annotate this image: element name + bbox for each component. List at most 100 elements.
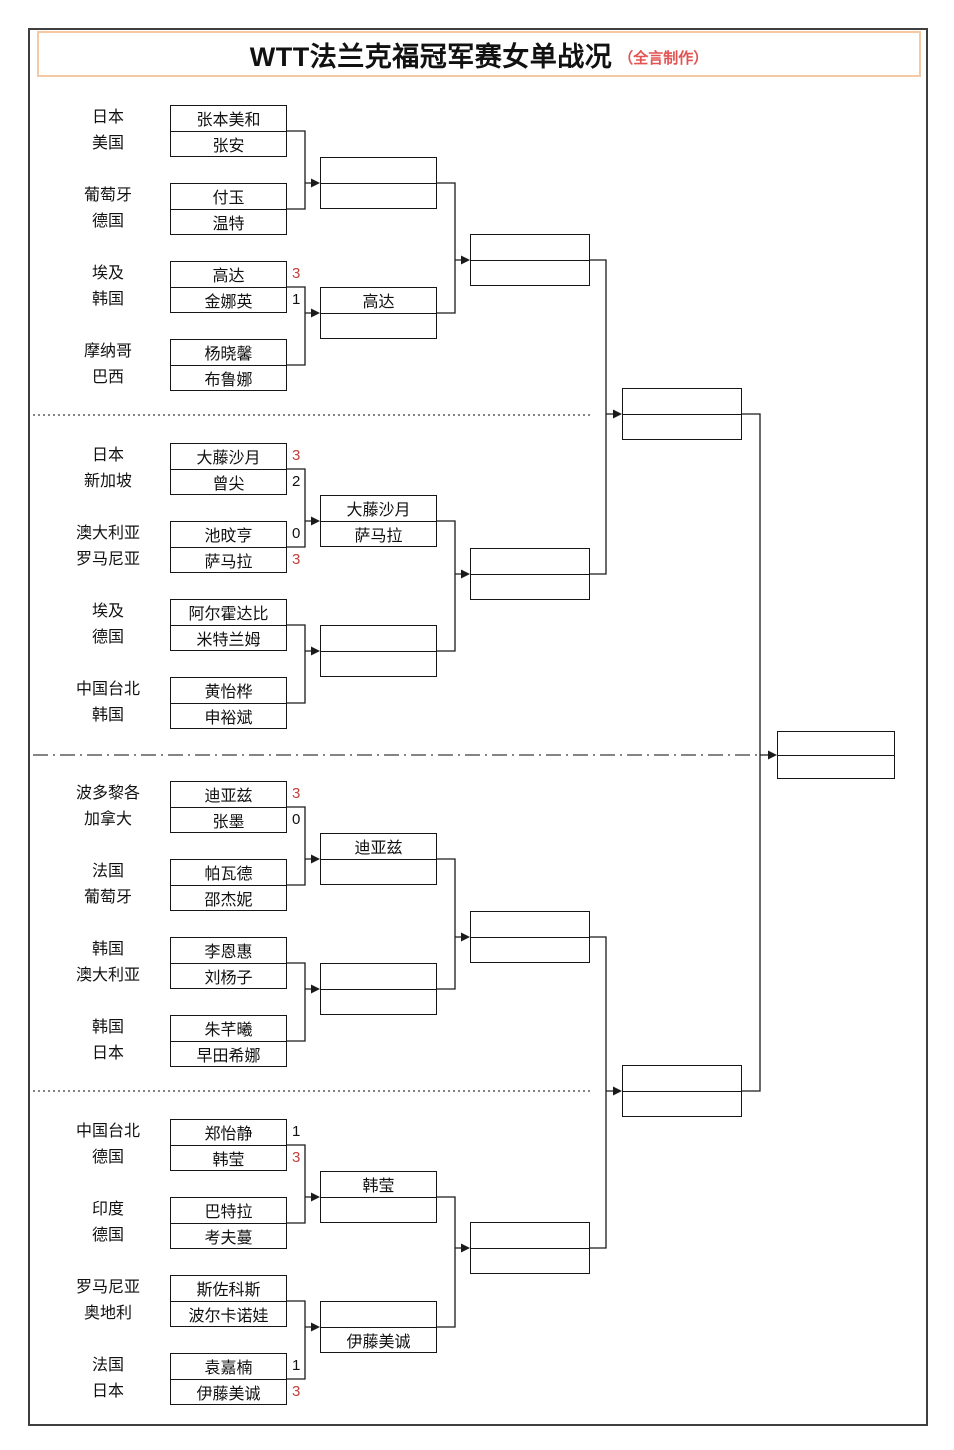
- round2-box: 韩莹: [320, 1171, 437, 1223]
- country-label: 葡萄牙: [83, 187, 132, 204]
- country-label: 奥地利: [83, 1305, 132, 1322]
- title-box: WTT法兰克福冠军赛女单战况 （全言制作）: [37, 31, 921, 77]
- page-subtitle: （全言制作）: [618, 50, 709, 67]
- player-name-top: 朱芊曦: [171, 1016, 286, 1042]
- round2-winner-top: [321, 158, 436, 184]
- player-name-bottom: 金娜英: [204, 293, 253, 311]
- round2-winner-bottom: [321, 860, 436, 885]
- match-box: 帕瓦德邵杰妮: [170, 859, 287, 911]
- country-label: 波多黎各: [75, 785, 140, 802]
- semifinal-slot-bottom: [623, 1092, 741, 1117]
- quarterfinal-slot-bottom: [471, 938, 589, 963]
- quarterfinal-slot-bottom: [471, 575, 589, 600]
- arrow-right-icon: [311, 308, 320, 318]
- country-label: 印度: [91, 1201, 124, 1218]
- country-label: 罗马尼亚: [75, 551, 140, 568]
- match-box: 张本美和张安: [170, 105, 287, 157]
- semifinal-box: [622, 388, 742, 440]
- match-box: 阿尔霍达比米特兰姆: [170, 599, 287, 651]
- player-name-bottom: 刘杨子: [204, 969, 253, 987]
- round2-box: [320, 963, 437, 1015]
- round2-box: 伊藤美诚: [320, 1301, 437, 1353]
- quarterfinal-box: [470, 911, 590, 963]
- round2-winner-top: 迪亚兹: [321, 834, 436, 860]
- country-label: 德国: [91, 213, 124, 230]
- round2-winner-top: [321, 964, 436, 990]
- player-name-bottom: 张墨: [212, 813, 245, 831]
- round2-box: [320, 625, 437, 677]
- match-box: 杨晓馨布鲁娜: [170, 339, 287, 391]
- arrow-right-icon: [768, 750, 777, 760]
- match-box: 大藤沙月曾尖: [170, 443, 287, 495]
- player-name-bottom: 萨马拉: [204, 553, 253, 571]
- round2-box: [320, 157, 437, 209]
- country-label: 德国: [91, 1227, 124, 1244]
- arrow-right-icon: [311, 984, 320, 994]
- match-box: 黄怡桦申裕斌: [170, 677, 287, 729]
- score-label: 3: [292, 785, 301, 802]
- arrow-right-icon: [461, 569, 470, 579]
- match-box: 高达金娜英: [170, 261, 287, 313]
- quarterfinal-slot-bottom: [471, 1249, 589, 1274]
- arrow-right-icon: [461, 932, 470, 942]
- final-slot-bottom: [778, 756, 894, 779]
- match-box: 袁嘉楠伊藤美诚: [170, 1353, 287, 1405]
- player-name-bottom: 伊藤美诚: [196, 1385, 261, 1403]
- round2-box: 迪亚兹: [320, 833, 437, 885]
- player-name-bottom: 波尔卡诺娃: [188, 1307, 269, 1325]
- player-name-top: 杨晓馨: [171, 340, 286, 366]
- round2-box: 高达: [320, 287, 437, 339]
- country-label: 韩国: [91, 707, 124, 724]
- country-label: 韩国: [91, 291, 124, 308]
- player-name-bottom: 布鲁娜: [204, 371, 253, 389]
- round2-winner-bottom: [321, 314, 436, 339]
- score-label: 3: [292, 447, 301, 464]
- match-box: 朱芊曦早田希娜: [170, 1015, 287, 1067]
- country-label: 日本: [91, 447, 124, 464]
- country-label: 巴西: [91, 369, 124, 386]
- player-name-bottom: 张安: [212, 137, 245, 155]
- match-box: 巴特拉考夫蔓: [170, 1197, 287, 1249]
- semifinal-slot-top: [623, 389, 741, 415]
- country-label: 法国: [91, 863, 124, 880]
- round2-winner-top: [321, 1302, 436, 1328]
- country-label: 澳大利亚: [75, 525, 140, 542]
- score-label: 2: [292, 473, 301, 490]
- country-label: 法国: [91, 1357, 124, 1374]
- match-box: 付玉温特: [170, 183, 287, 235]
- arrow-right-icon: [311, 1192, 320, 1202]
- score-label: 1: [292, 1357, 301, 1374]
- country-label: 埃及: [91, 603, 124, 620]
- quarterfinal-slot-top: [471, 235, 589, 261]
- country-label: 摩纳哥: [83, 343, 132, 360]
- player-name-top: 大藤沙月: [171, 444, 286, 470]
- player-name-top: 阿尔霍达比: [171, 600, 286, 626]
- player-name-bottom: 早田希娜: [196, 1047, 261, 1065]
- country-label: 日本: [91, 109, 124, 126]
- player-name-top: 巴特拉: [171, 1198, 286, 1224]
- country-label: 加拿大: [83, 811, 132, 828]
- arrow-right-icon: [461, 1243, 470, 1253]
- round2-winner-top: 大藤沙月: [321, 496, 436, 522]
- score-label: 3: [292, 265, 301, 282]
- score-label: 3: [292, 551, 301, 568]
- arrow-right-icon: [461, 255, 470, 265]
- quarterfinal-box: [470, 1222, 590, 1274]
- match-box: 迪亚兹张墨: [170, 781, 287, 833]
- round2-winner-bottom: [321, 184, 436, 209]
- score-label: 3: [292, 1149, 301, 1166]
- outer-border: [28, 28, 928, 1426]
- player-name-top: 斯佐科斯: [171, 1276, 286, 1302]
- player-name-bottom: 申裕斌: [204, 709, 253, 727]
- page-title: WTT法兰克福冠军赛女单战况: [249, 41, 613, 72]
- country-label: 中国台北: [75, 681, 140, 698]
- semifinal-slot-bottom: [623, 415, 741, 440]
- country-label: 德国: [91, 1149, 124, 1166]
- score-label: 1: [292, 1123, 301, 1140]
- country-label: 日本: [91, 1045, 124, 1062]
- player-name-top: 池旼亨: [171, 522, 286, 548]
- round2-winner-bottom: 萨马拉: [354, 527, 403, 545]
- round2-winner-top: [321, 626, 436, 652]
